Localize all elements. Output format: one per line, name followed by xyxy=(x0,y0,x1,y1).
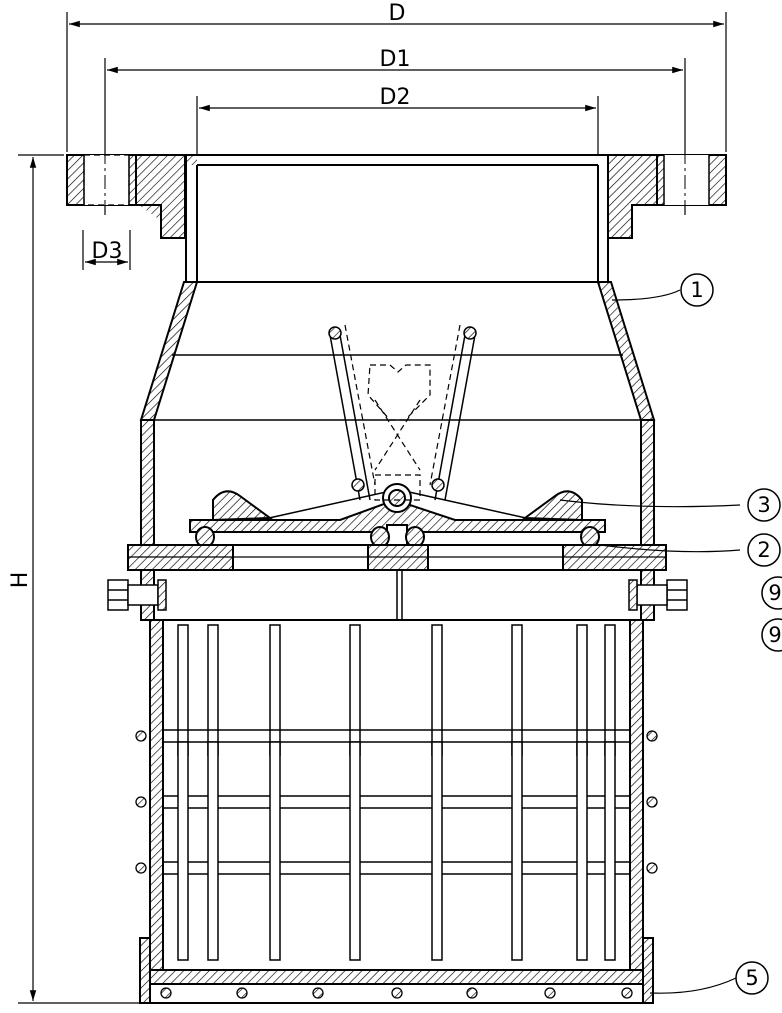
dimension-labels: D D1 D2 D3 H xyxy=(8,1,410,588)
seat-flange xyxy=(127,544,667,621)
bolts xyxy=(107,579,688,611)
strainer-cage xyxy=(135,619,658,971)
dim-label-d2: D2 xyxy=(380,85,411,110)
valve-arms xyxy=(328,324,477,501)
balloon-labels: 1 3 2 9 9 5 xyxy=(690,278,781,990)
balloon-label: 9 xyxy=(768,623,781,647)
balloon-label: 3 xyxy=(757,493,770,517)
balloon-label: 5 xyxy=(745,966,758,990)
leader-lines xyxy=(559,289,741,994)
top-flange xyxy=(66,150,727,239)
dim-label-h: H xyxy=(8,572,33,589)
valve-disc xyxy=(189,483,606,548)
dim-label-d3: D3 xyxy=(92,239,123,264)
balloon-label: 2 xyxy=(757,538,770,562)
dim-label-d: D xyxy=(389,1,406,26)
balloon-label: 9 xyxy=(768,581,781,605)
dimension-lines xyxy=(18,12,727,1004)
balloon-label: 1 xyxy=(690,278,703,302)
balloon-markers xyxy=(680,273,782,995)
dim-label-d1: D1 xyxy=(380,47,411,72)
bottom-plate xyxy=(139,937,654,1004)
